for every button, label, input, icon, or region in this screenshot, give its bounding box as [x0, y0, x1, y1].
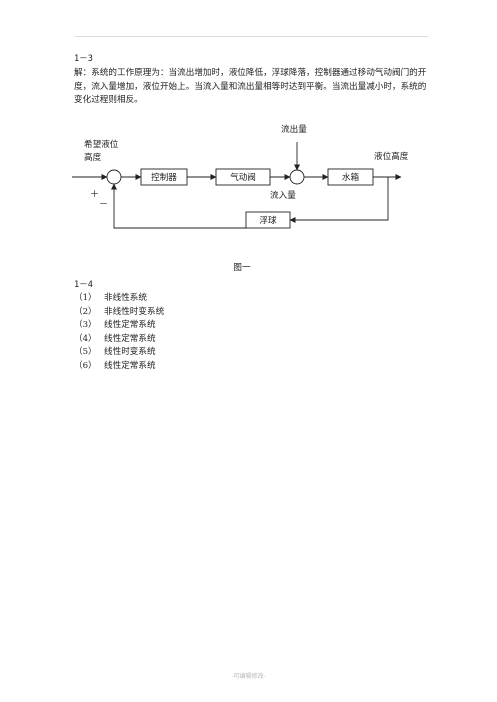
list-item: （2） 非线性时变系统 [74, 306, 164, 320]
list-item-number: （3） [74, 320, 97, 331]
list-item-text: 非线性时变系统 [104, 306, 165, 317]
list-item-text: 线性定常系统 [104, 333, 156, 344]
section-heading-1-3: 1－3 [74, 54, 93, 64]
figure-caption: 图一 [233, 262, 251, 273]
label-minus-sign: － [99, 200, 108, 210]
label-inflow: 流入量 [270, 189, 296, 201]
system-classification-list: （1） 非线性系统 （2） 非线性时变系统 （3） 线性定常系统 （4） 线性定… [74, 292, 164, 374]
block-diagram: 希望液位 高度 流出量 液位高度 流入量 ＋ － 控制器 气动阀 水箱 浮球 图… [72, 123, 409, 273]
summing-junction-2 [289, 169, 305, 185]
valve-block-label: 气动阀 [230, 171, 256, 183]
list-item: （1） 非线性系统 [74, 292, 164, 306]
feedback-line-down [289, 177, 389, 223]
list-item: （5） 线性时变系统 [74, 346, 164, 360]
list-item-text: 非线性系统 [104, 293, 147, 303]
label-plus-sign: ＋ [90, 189, 99, 200]
list-item-text: 线性时变系统 [104, 347, 156, 358]
label-desired-level-line1: 希望液位 [84, 138, 119, 150]
list-item: （6） 线性定常系统 [74, 360, 164, 374]
float-block [245, 211, 291, 229]
label-liquid-level: 液位高度 [374, 150, 409, 162]
list-item: （4） 线性定常系统 [74, 333, 164, 347]
list-item-number: （1） [74, 293, 97, 303]
section-heading-1-4: 1－4 [74, 280, 93, 290]
summing-junction-1 [106, 169, 122, 185]
label-desired-level-line2: 高度 [84, 151, 102, 163]
list-item: （3） 线性定常系统 [74, 319, 164, 333]
list-item-number: （4） [74, 333, 97, 344]
list-item-number: （5） [74, 347, 97, 358]
tank-block-label: 水箱 [342, 171, 360, 183]
controller-block-label: 控制器 [151, 171, 177, 183]
list-item-number: （2） [74, 306, 97, 317]
explanation-paragraph: 解：系统的工作原理为：当流出增加时，液位降低，浮球降落，控制器通过移动气动阀门的… [74, 68, 427, 106]
float-block-label: 浮球 [259, 214, 277, 226]
label-outflow: 流出量 [281, 123, 307, 135]
list-item-text: 线性定常系统 [104, 360, 156, 371]
feedback-line-return [111, 183, 246, 229]
list-item-number: （6） [74, 360, 97, 371]
header-rule [75, 36, 428, 37]
list-item-text: 线性定常系统 [104, 320, 156, 331]
page-footer: -可编辑修改- [231, 673, 266, 680]
